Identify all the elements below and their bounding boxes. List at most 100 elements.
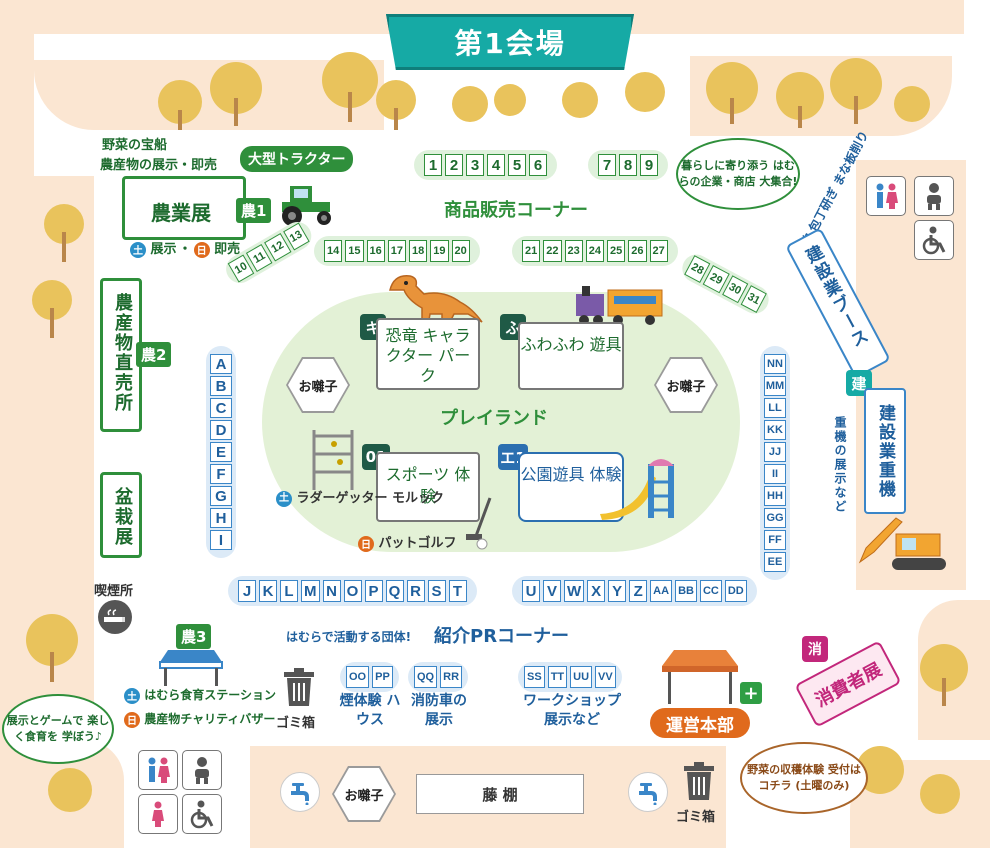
pr-booth[interactable]: JJ bbox=[764, 442, 786, 462]
shop-booth[interactable]: 5 bbox=[508, 154, 526, 176]
pr-booth[interactable]: D bbox=[210, 420, 232, 440]
pr-booth[interactable]: E bbox=[210, 442, 232, 462]
heavy-machine-box[interactable]: 建設業重機 bbox=[864, 388, 906, 514]
park-box[interactable]: 公園遊具 体験 bbox=[518, 452, 624, 522]
pr-title: 紹介PRコーナー bbox=[434, 626, 570, 647]
pr-booth[interactable]: VV bbox=[595, 666, 616, 688]
blue-row-a: J K L M N O P Q R S T bbox=[228, 576, 477, 606]
pr-booth[interactable]: QQ bbox=[414, 666, 438, 688]
pr-booth[interactable]: H bbox=[210, 508, 232, 528]
pr-booth[interactable]: P bbox=[364, 580, 383, 602]
shop-booth[interactable]: 15 bbox=[345, 240, 364, 262]
pr-booth[interactable]: Q bbox=[385, 580, 404, 602]
pr-booth[interactable]: BB bbox=[675, 580, 697, 602]
shop-booth[interactable]: 9 bbox=[640, 154, 658, 176]
pr-booth[interactable]: KK bbox=[764, 420, 786, 440]
shop-booth[interactable]: 19 bbox=[430, 240, 449, 262]
pr-booth[interactable]: TT bbox=[547, 666, 568, 688]
pr-booth[interactable]: HH bbox=[764, 486, 786, 506]
shop-booth[interactable]: 14 bbox=[324, 240, 343, 262]
pr-booth[interactable]: MM bbox=[764, 376, 786, 396]
shop-booth[interactable]: 4 bbox=[487, 154, 505, 176]
women-restroom-icon bbox=[138, 794, 178, 834]
shop-booth[interactable]: 16 bbox=[366, 240, 385, 262]
pr-booth[interactable]: V bbox=[543, 580, 561, 602]
pr-booth[interactable]: SS bbox=[524, 666, 545, 688]
shop-booth[interactable]: 24 bbox=[585, 240, 604, 262]
shop-booth[interactable]: 2 bbox=[445, 154, 463, 176]
hq-bubble: 野菜の収穫体験 受付はコチラ (土曜のみ) bbox=[740, 742, 868, 814]
construction-tag: 建 bbox=[846, 370, 872, 396]
bonsai-box[interactable]: 盆栽展 bbox=[100, 472, 142, 558]
sat-label: 展示 bbox=[150, 242, 177, 257]
pr-booth[interactable]: G bbox=[210, 486, 232, 506]
pr-booth[interactable]: CC bbox=[699, 580, 722, 602]
pr-booth[interactable]: N bbox=[322, 580, 341, 602]
pr-booth[interactable]: OO bbox=[346, 666, 370, 688]
shop-booth[interactable]: 26 bbox=[628, 240, 647, 262]
pr-booth[interactable]: Y bbox=[608, 580, 627, 602]
direct-sales-box[interactable]: 農産物直売所 bbox=[100, 278, 142, 432]
pr-booth[interactable]: PP bbox=[372, 666, 393, 688]
pr-booth[interactable]: F bbox=[210, 464, 232, 484]
pr-booth[interactable]: W bbox=[564, 580, 585, 602]
fuwa-box[interactable]: ふわふわ 遊具 bbox=[518, 322, 624, 390]
pr-booth[interactable]: O bbox=[343, 580, 362, 602]
pr-booth[interactable]: C bbox=[210, 398, 232, 418]
sports-box[interactable]: スポーツ 体験 bbox=[376, 452, 480, 522]
pr-booth[interactable]: B bbox=[210, 376, 232, 396]
wisteria-trellis[interactable]: 藤 棚 bbox=[416, 774, 584, 814]
pr-booth[interactable]: II bbox=[764, 464, 786, 484]
agri-tag-2: 農2 bbox=[136, 342, 172, 367]
shop-booth[interactable]: 20 bbox=[451, 240, 470, 262]
pr-booth[interactable]: Z bbox=[629, 580, 648, 602]
pr-booth[interactable]: AA bbox=[650, 580, 673, 602]
dino-park-box[interactable]: 恐竜 キャラクター パーク bbox=[376, 318, 480, 390]
shop-booth[interactable]: 23 bbox=[564, 240, 583, 262]
pr-booth[interactable]: FF bbox=[764, 530, 786, 550]
shop-booth[interactable]: 3 bbox=[466, 154, 484, 176]
pr-booth[interactable]: J bbox=[238, 580, 256, 602]
agri-expo-box[interactable]: 農業展 bbox=[122, 176, 246, 240]
pr-booth[interactable]: I bbox=[210, 530, 232, 550]
shop-booth[interactable]: 18 bbox=[409, 240, 428, 262]
putter-icon bbox=[466, 497, 492, 550]
shop-booth[interactable]: 17 bbox=[387, 240, 406, 262]
pr-booth[interactable]: A bbox=[210, 354, 232, 374]
pr-booth[interactable]: R bbox=[406, 580, 425, 602]
shop-booth[interactable]: 25 bbox=[607, 240, 626, 262]
tractor-label: 大型トラクター bbox=[240, 146, 354, 172]
pr-booth[interactable]: L bbox=[280, 580, 298, 602]
pr-booth[interactable]: LL bbox=[764, 398, 786, 418]
pr-booth[interactable]: X bbox=[587, 580, 606, 602]
shop-booth[interactable]: 1 bbox=[424, 154, 442, 176]
pr-booth[interactable]: T bbox=[448, 580, 467, 602]
pr-booth[interactable]: RR bbox=[440, 666, 463, 688]
hayashi-bottom[interactable]: お囃子 bbox=[334, 768, 394, 820]
pr-booth[interactable]: NN bbox=[764, 354, 786, 374]
hq-label[interactable]: 運営本部 bbox=[650, 708, 750, 738]
shop-booth[interactable]: 6 bbox=[529, 154, 547, 176]
pr-booth[interactable]: S bbox=[427, 580, 446, 602]
pr-booth[interactable]: U bbox=[522, 580, 540, 602]
pr-booth[interactable]: UU bbox=[570, 666, 593, 688]
sun-badge: 日 bbox=[193, 241, 210, 258]
pr-booth[interactable]: DD bbox=[724, 580, 747, 602]
shop-booth[interactable]: 8 bbox=[619, 154, 637, 176]
trash-icon bbox=[284, 668, 314, 706]
pr-booth[interactable]: GG bbox=[764, 508, 786, 528]
shop-booth[interactable]: 27 bbox=[649, 240, 668, 262]
baby-care-icon bbox=[914, 176, 954, 216]
blue-col-left: A B C D E F G H I bbox=[206, 346, 236, 558]
pr-booth[interactable]: K bbox=[259, 580, 277, 602]
first-aid-icon: + bbox=[740, 682, 762, 704]
direct-sales-label: 農産物直売所 bbox=[112, 293, 133, 413]
pr-booth[interactable]: EE bbox=[764, 552, 786, 572]
shop-booth[interactable]: 21 bbox=[522, 240, 541, 262]
ladder-info: 土 ラダーゲッター モルック bbox=[276, 490, 444, 508]
shop-booth[interactable]: 7 bbox=[598, 154, 616, 176]
sat-badge: 土 bbox=[124, 687, 140, 704]
shop-booth[interactable]: 22 bbox=[543, 240, 562, 262]
pr-booth[interactable]: M bbox=[301, 580, 320, 602]
